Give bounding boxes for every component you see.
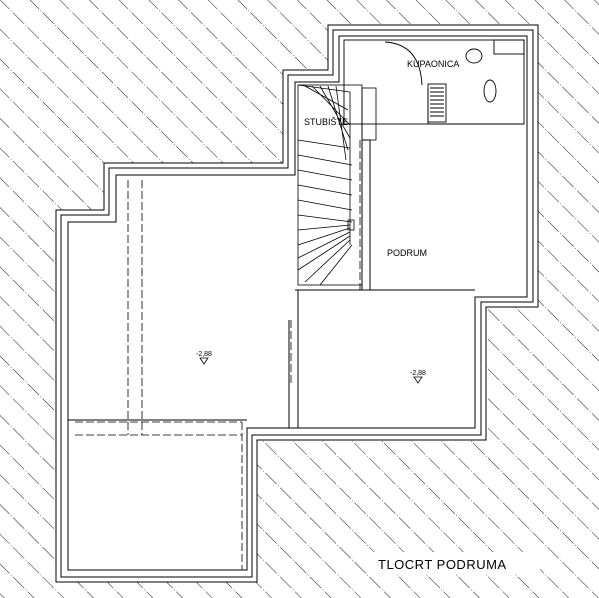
interior-partitions bbox=[68, 139, 475, 428]
drawing-title: TLOCRT PODRUMA bbox=[378, 557, 507, 572]
dashed-lines bbox=[75, 140, 361, 570]
staircase bbox=[297, 84, 377, 286]
room-label-podrum: PODRUM bbox=[387, 248, 427, 258]
building-footprint bbox=[55, 24, 539, 583]
outer-wall-line bbox=[60, 29, 534, 578]
inner-wall-line bbox=[67, 35, 528, 571]
svg-text:-2,88: -2,88 bbox=[410, 370, 426, 377]
title-backdrop bbox=[372, 552, 540, 574]
sink bbox=[465, 48, 483, 64]
level-marker-left: -2,88 bbox=[196, 351, 212, 365]
room-label-stubiste: STUBIŠTE bbox=[304, 117, 348, 127]
bathroom-fixtures bbox=[343, 39, 525, 125]
room-label-kupaonica: KUPAONICA bbox=[407, 59, 459, 69]
level-marker-right: -2,88 bbox=[410, 370, 426, 384]
svg-text:-2,88: -2,88 bbox=[196, 351, 212, 358]
toilet bbox=[483, 79, 497, 103]
